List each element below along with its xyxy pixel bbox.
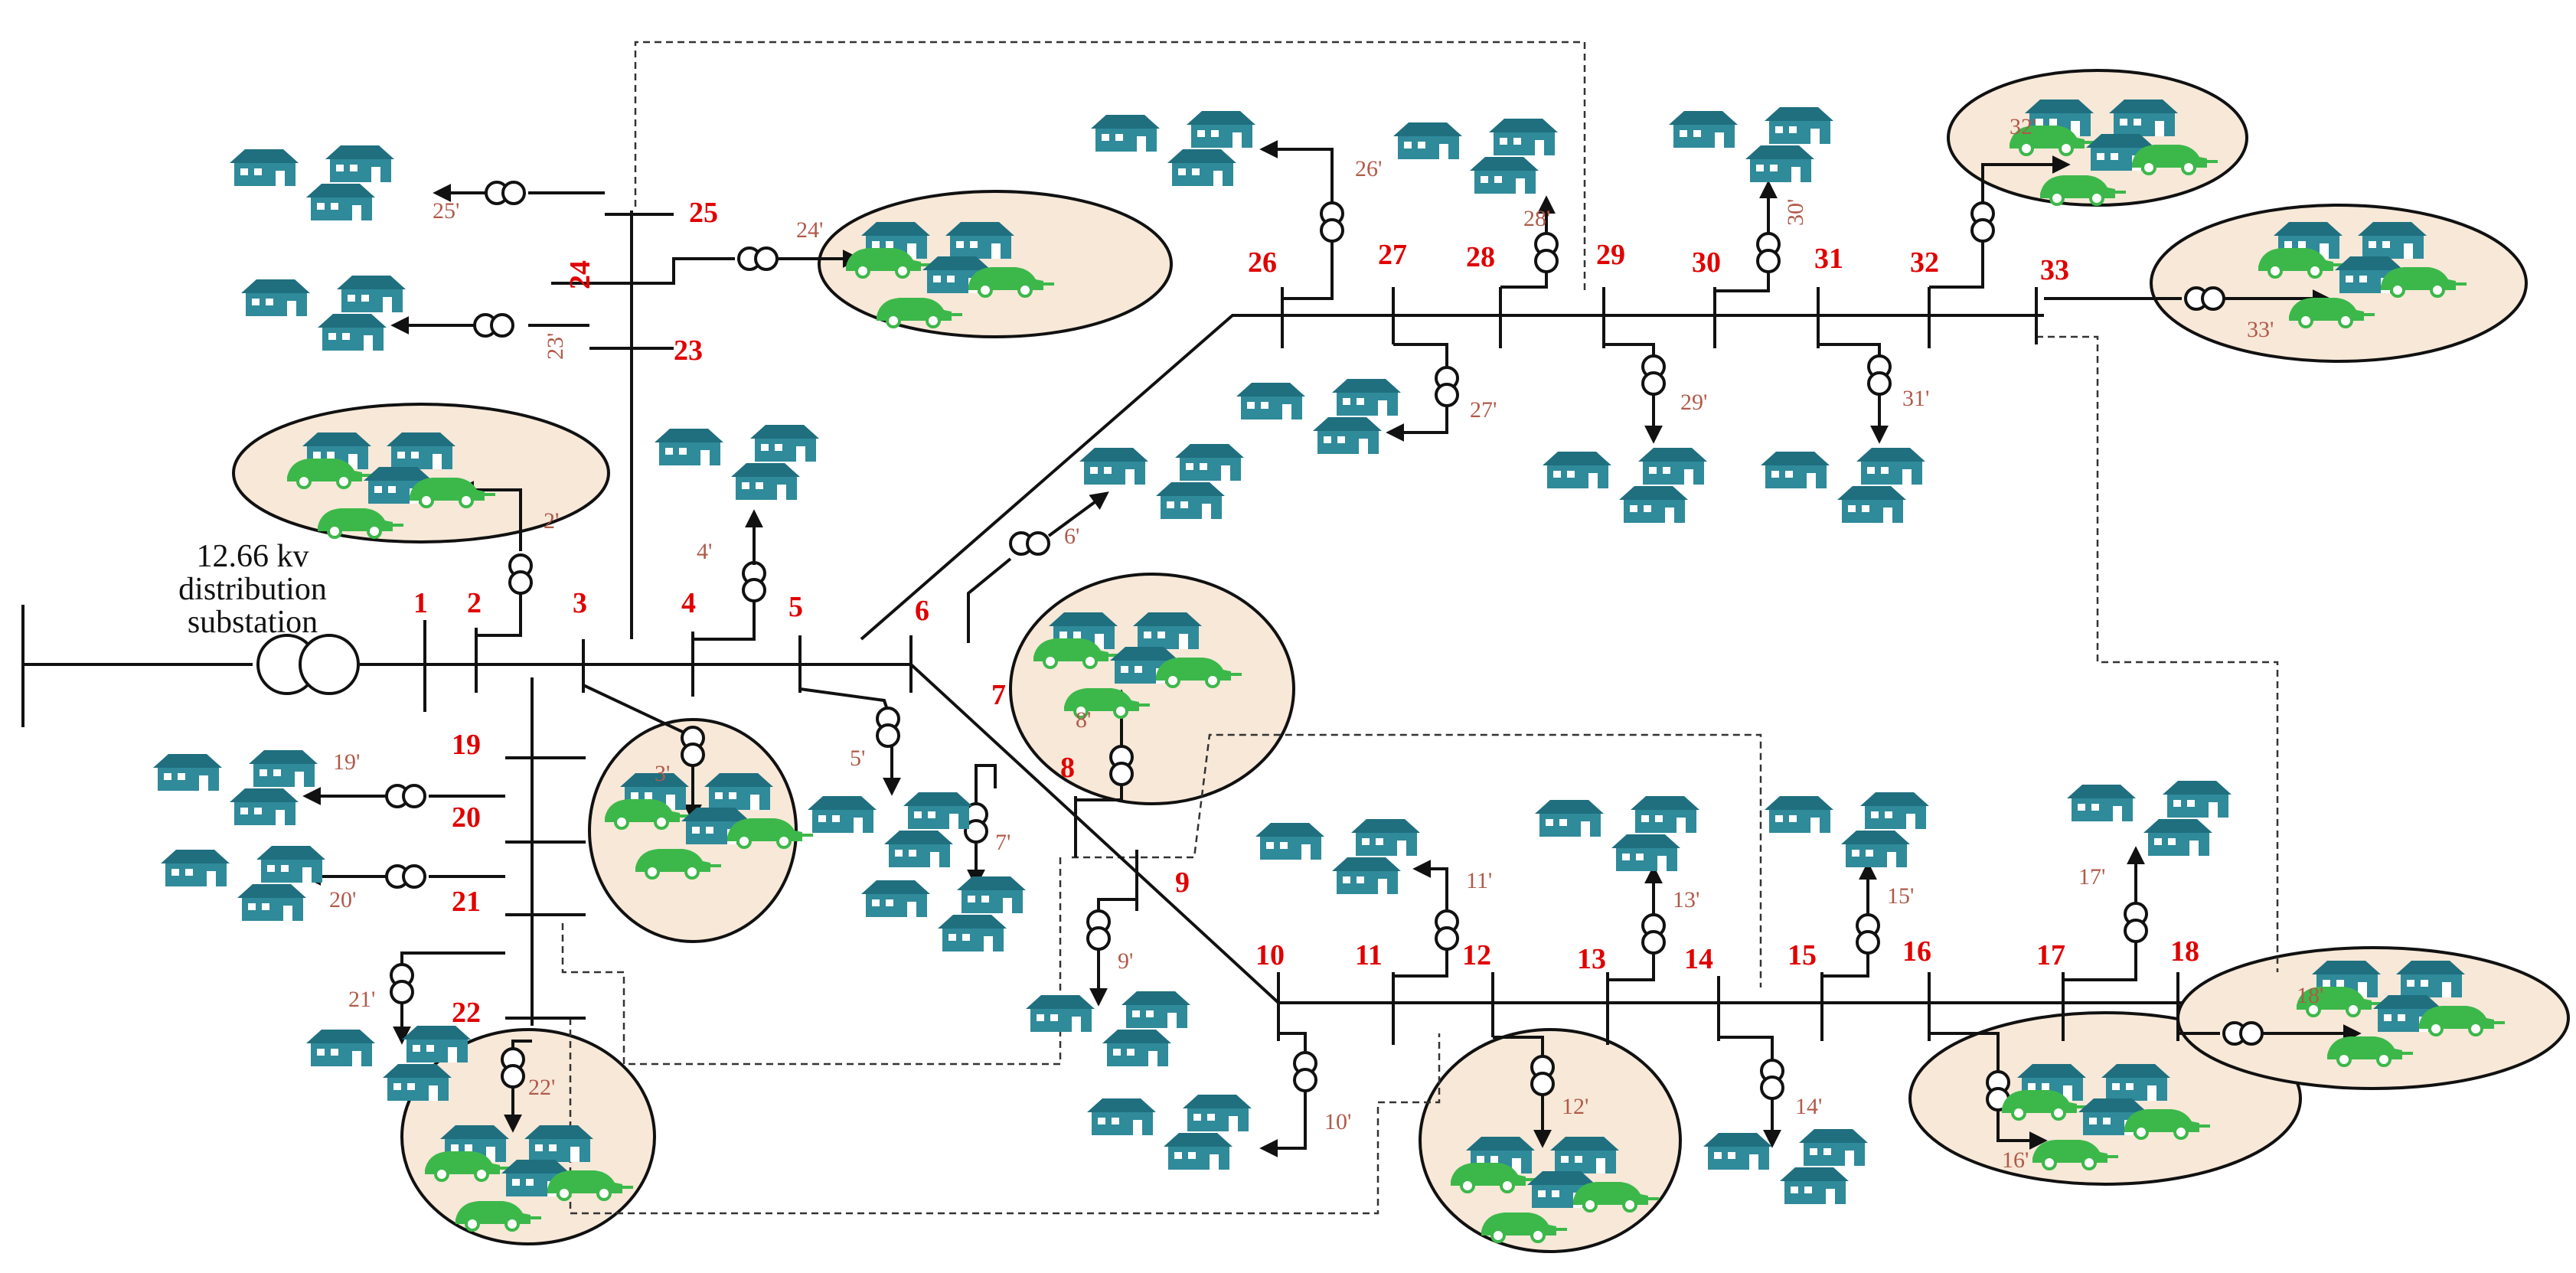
load-label: 13' bbox=[1673, 887, 1699, 912]
bus-label: 15 bbox=[1788, 939, 1817, 971]
bus-labels: 1 2 3 4 5 6 7 8 9 10 11 12 13 14 15 16 1… bbox=[413, 197, 2199, 1029]
bus-label: 4 bbox=[681, 587, 696, 619]
load-label: 5' bbox=[850, 746, 865, 771]
bus-label: 20 bbox=[452, 801, 481, 834]
load-label: 11' bbox=[1466, 868, 1492, 893]
substation-name-line1: distribution bbox=[178, 572, 327, 607]
load-label: 27' bbox=[1470, 397, 1497, 423]
bus-label: 31 bbox=[1814, 243, 1843, 275]
load-label: 32' bbox=[2010, 114, 2036, 139]
bus-label: 7 bbox=[991, 679, 1006, 711]
bus-label: 16 bbox=[1902, 935, 1931, 968]
load-labels: 2' 3' 4' 5' 6' 7' 8' 9' 10' 11' 12' 13' … bbox=[329, 114, 2323, 1173]
house-cluster-icon bbox=[1703, 1129, 1868, 1204]
bus-label: 2 bbox=[467, 587, 482, 619]
bus-label: 32 bbox=[1910, 246, 1939, 279]
house-cluster-icon bbox=[1026, 991, 1190, 1066]
bus-label: 6 bbox=[915, 595, 929, 627]
ev-zone-33 bbox=[2150, 204, 2528, 363]
bus-label: 1 bbox=[413, 587, 428, 619]
house-cluster-icon bbox=[808, 792, 972, 867]
house-cluster-icon bbox=[655, 425, 819, 500]
load-label: 33' bbox=[2247, 317, 2274, 342]
bus-label: 27 bbox=[1378, 239, 1407, 271]
bus-label: 33 bbox=[2040, 254, 2069, 286]
house-cluster-icon bbox=[1761, 448, 1925, 523]
bus-label: 25 bbox=[689, 197, 718, 229]
load-label: 9' bbox=[1118, 948, 1133, 974]
house-cluster-icon bbox=[1765, 792, 1929, 867]
bus-label: 29 bbox=[1596, 239, 1625, 271]
load-laterals bbox=[302, 140, 2362, 1157]
feeder-lines bbox=[21, 211, 2182, 1045]
load-label: 14' bbox=[1795, 1094, 1822, 1119]
load-label: 2' bbox=[544, 508, 559, 534]
load-label: 15' bbox=[1887, 883, 1914, 909]
load-label: 25' bbox=[433, 198, 459, 224]
bus-label: 23 bbox=[674, 335, 703, 367]
load-label: 28' bbox=[1523, 206, 1550, 231]
bus-label: 28 bbox=[1466, 241, 1495, 273]
load-label: 20' bbox=[329, 887, 356, 912]
load-label: 8' bbox=[1076, 707, 1091, 733]
bus-label: 24 bbox=[564, 260, 596, 289]
house-cluster-icon bbox=[230, 145, 394, 220]
substation-voltage: 12.66 kv bbox=[197, 539, 309, 574]
load-label: 18' bbox=[2297, 983, 2323, 1008]
load-label: 7' bbox=[995, 830, 1010, 855]
load-label: 26' bbox=[1355, 156, 1382, 181]
bus-label: 10 bbox=[1255, 939, 1285, 971]
house-cluster-icon bbox=[2067, 781, 2232, 856]
bus-label: 5 bbox=[788, 591, 803, 623]
bus-label: 14 bbox=[1684, 943, 1713, 975]
bus-label: 8 bbox=[1060, 752, 1075, 784]
load-label: 17' bbox=[2078, 864, 2105, 889]
bus-label: 22 bbox=[452, 997, 481, 1029]
substation-transformer-icon bbox=[256, 634, 360, 695]
house-cluster-icon bbox=[241, 276, 406, 351]
load-label: 10' bbox=[1324, 1109, 1351, 1134]
bus-label: 11 bbox=[1355, 939, 1383, 971]
load-label: 31' bbox=[1902, 386, 1929, 411]
load-label: 29' bbox=[1680, 390, 1707, 415]
load-label: 6' bbox=[1064, 524, 1079, 549]
bus-label: 26 bbox=[1248, 246, 1277, 279]
bus-label: 3 bbox=[573, 587, 587, 619]
load-label: 19' bbox=[333, 749, 360, 775]
house-cluster-icon bbox=[153, 750, 318, 825]
house-cluster-icon bbox=[1091, 111, 1255, 186]
load-label: 3' bbox=[655, 761, 670, 786]
load-label: 23' bbox=[543, 333, 568, 360]
load-label: 30' bbox=[1783, 199, 1808, 226]
load-label: 22' bbox=[528, 1075, 555, 1100]
load-label: 24' bbox=[796, 217, 823, 243]
load-label: 16' bbox=[2002, 1147, 2029, 1173]
bus-label: 30 bbox=[1692, 246, 1721, 279]
bus-label: 12 bbox=[1462, 939, 1491, 971]
bus-label: 13 bbox=[1577, 943, 1606, 975]
bus-label: 18 bbox=[2170, 935, 2199, 968]
house-cluster-icon bbox=[1236, 379, 1401, 454]
house-cluster-icon bbox=[1535, 796, 1699, 871]
house-cluster-icon bbox=[161, 846, 325, 921]
house-cluster-icon bbox=[1543, 448, 1707, 523]
bus-label: 21 bbox=[452, 886, 481, 918]
house-cluster-icon bbox=[861, 876, 1026, 951]
house-cluster-icon bbox=[1393, 119, 1558, 194]
house-cluster-icon bbox=[1669, 107, 1833, 182]
house-cluster-icon bbox=[1087, 1095, 1252, 1170]
load-label: 12' bbox=[1562, 1094, 1588, 1119]
bus-label: 17 bbox=[2036, 939, 2065, 971]
load-label: 4' bbox=[697, 539, 712, 564]
bus-label: 19 bbox=[452, 729, 481, 761]
ev-zone-8 bbox=[1009, 573, 1295, 805]
house-cluster-icon bbox=[1079, 444, 1244, 519]
substation-name-line2: substation bbox=[188, 605, 318, 640]
load-label: 21' bbox=[348, 987, 375, 1012]
bus-label: 9 bbox=[1175, 867, 1190, 899]
house-cluster-icon bbox=[1255, 819, 1420, 894]
